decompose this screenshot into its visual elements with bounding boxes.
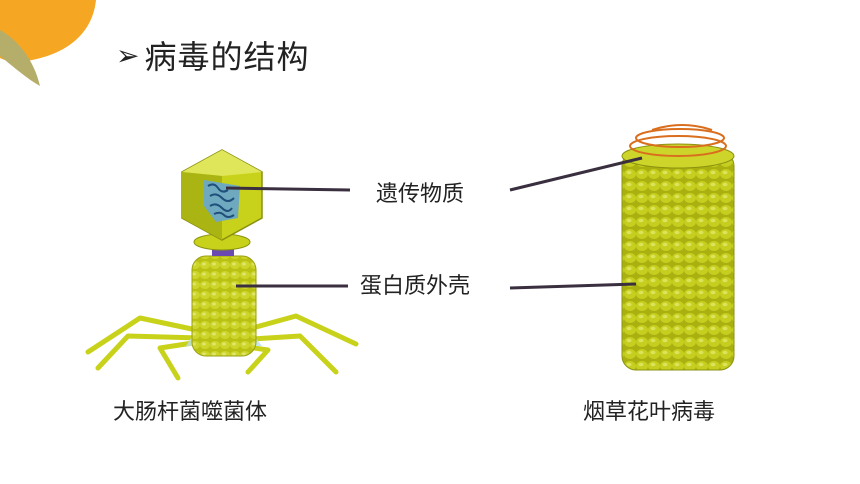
page-title: ➢ 病毒的结构 [116,32,309,78]
caption-tobacco-mosaic-virus: 烟草花叶病毒 [583,400,716,425]
tmv-rna-coil [629,124,727,157]
page-title-text: 病毒的结构 [144,38,310,76]
phage-tail-sheath [191,255,257,357]
tmv-capsid-rod [621,151,735,371]
phage-head-face-top [182,150,262,176]
label-genetic-material: 遗传物质 [376,182,465,207]
leader-line-phage-genetic [225,186,351,192]
label-protein-capsid: 蛋白质外壳 [360,274,471,299]
tmv-illustration [621,124,735,371]
caption-bacteriophage: 大肠杆菌噬菌体 [113,400,268,425]
phage-dna-strands [207,183,235,218]
leader-line-tmv-genetic [509,156,643,192]
leader-lines [225,156,643,290]
leader-line-tmv-capsid [509,282,637,290]
phage-dna-window [204,180,240,222]
bullet-arrow-icon: ➢ [116,38,141,72]
phage-collar-band [212,246,234,256]
bacteriophage-illustration [85,149,359,381]
corner-leaf-olive [0,30,40,86]
phage-tail-fibers [85,313,359,381]
corner-leaf-orange [0,0,96,62]
